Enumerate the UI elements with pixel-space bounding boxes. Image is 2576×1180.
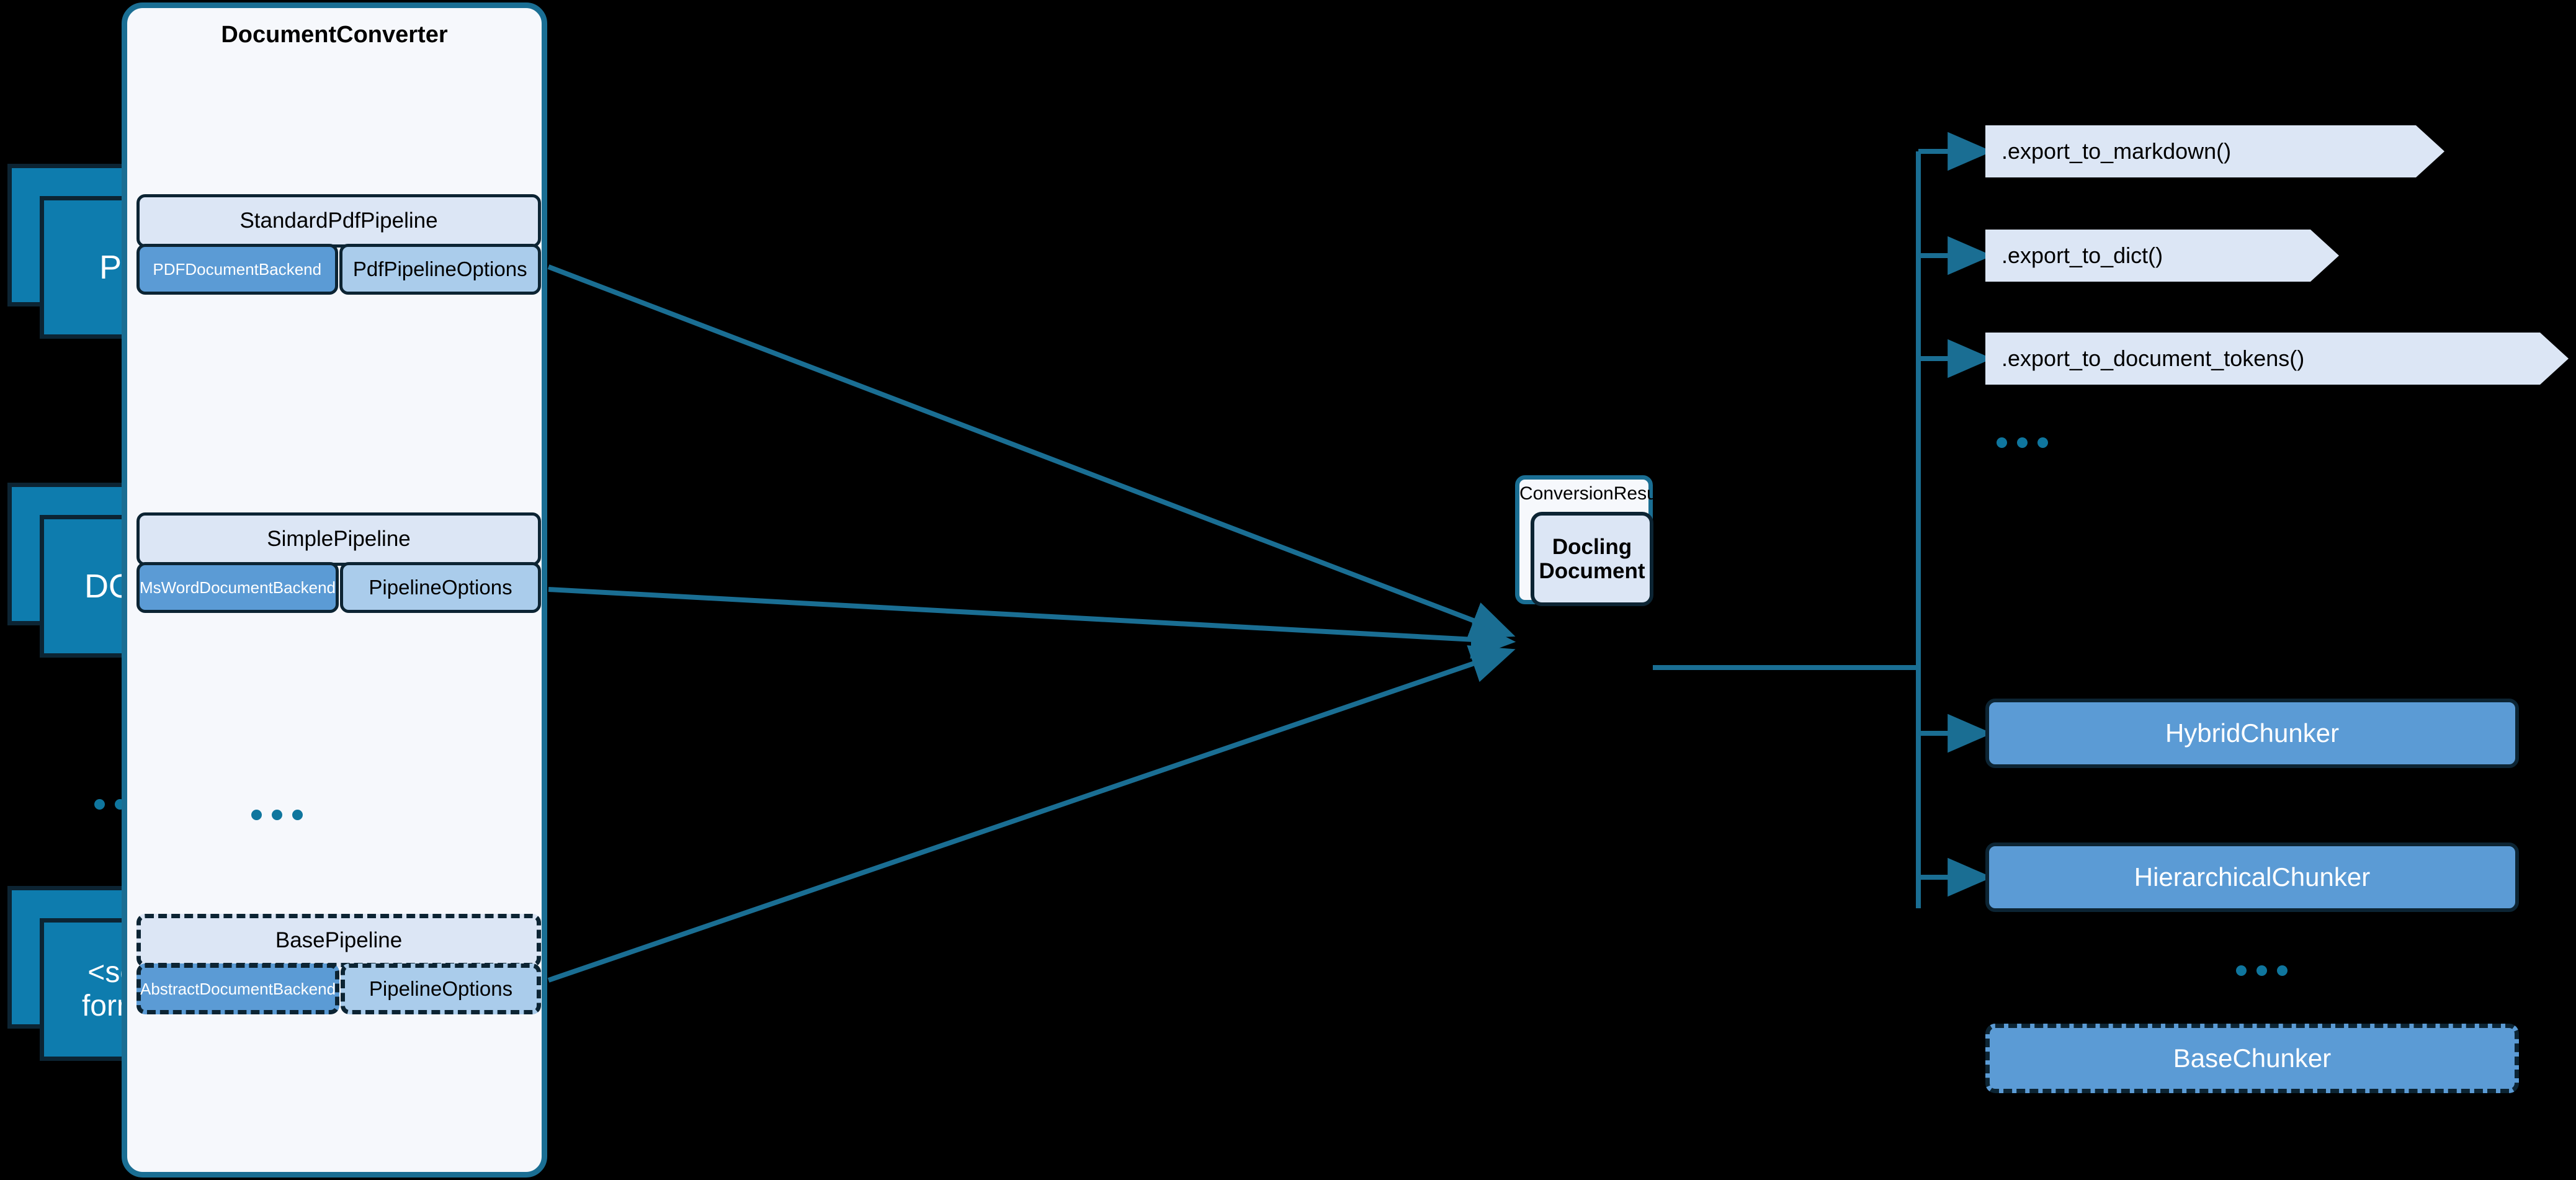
- export-method-label: .export_to_markdown(): [2001, 138, 2232, 164]
- docling-document-box[interactable]: Docling Document: [1531, 512, 1653, 606]
- arrow-standardpdfpipeline-to-result: [547, 264, 1516, 639]
- pipeline-simplepipeline[interactable]: SimplePipeline MsWordDocumentBackend Pip…: [136, 512, 541, 613]
- pipeline-row: AbstractDocumentBackend PipelineOptions: [136, 963, 541, 1014]
- pipeline-options[interactable]: PipelineOptions: [340, 562, 541, 613]
- pipeline-header: BasePipeline: [136, 914, 541, 967]
- pipeline-standardpdfpipeline[interactable]: StandardPdfPipeline PDFDocumentBackend P…: [136, 194, 541, 295]
- chunker-base[interactable]: BaseChunker: [1985, 1024, 2519, 1093]
- exports-ellipsis: [1997, 437, 2048, 448]
- chunkers-ellipsis: [2236, 965, 2288, 976]
- pipeline-backend[interactable]: MsWordDocumentBackend: [136, 562, 339, 613]
- export-method-dict[interactable]: .export_to_dict(): [1985, 230, 2339, 282]
- chunker-hierarchical[interactable]: HierarchicalChunker: [1985, 843, 2519, 912]
- pipeline-backend[interactable]: AbstractDocumentBackend: [136, 963, 339, 1014]
- pipeline-options[interactable]: PdfPipelineOptions: [339, 244, 541, 295]
- document-converter-panel: DocumentConverter StandardPdfPipeline PD…: [122, 2, 547, 1178]
- converter-ellipsis: [251, 810, 303, 820]
- conversion-result-label: ConversionResult: [1519, 483, 1666, 504]
- pipeline-header: StandardPdfPipeline: [136, 194, 541, 248]
- pipeline-row: PDFDocumentBackend PdfPipelineOptions: [136, 244, 541, 295]
- arrow-simplepipeline-to-result: [548, 587, 1516, 659]
- export-method-label: .export_to_document_tokens(): [2001, 346, 2305, 371]
- chunker-label: HierarchicalChunker: [2134, 862, 2371, 892]
- export-method-document-tokens[interactable]: .export_to_document_tokens(): [1985, 333, 2569, 385]
- pipeline-row: MsWordDocumentBackend PipelineOptions: [136, 562, 541, 613]
- chunker-label: BaseChunker: [2173, 1044, 2332, 1073]
- pipeline-header: SimplePipeline: [136, 512, 541, 566]
- conversion-result-box: ConversionResult Docling Document: [1515, 475, 1666, 606]
- document-converter-title: DocumentConverter: [221, 22, 448, 48]
- pipeline-basepipeline[interactable]: BasePipeline AbstractDocumentBackend Pip…: [136, 914, 541, 1014]
- export-method-label: .export_to_dict(): [2001, 243, 2163, 268]
- export-method-markdown[interactable]: .export_to_markdown(): [1985, 125, 2444, 177]
- docling-document-line1: Docling: [1552, 534, 1632, 559]
- arrow-basepipeline-to-result: [547, 645, 1516, 983]
- chunker-label: HybridChunker: [2165, 718, 2340, 748]
- pipeline-backend[interactable]: PDFDocumentBackend: [136, 244, 338, 295]
- chunker-hybrid[interactable]: HybridChunker: [1985, 699, 2519, 768]
- pipeline-options[interactable]: PipelineOptions: [341, 963, 541, 1014]
- docling-document-line2: Document: [1539, 559, 1645, 583]
